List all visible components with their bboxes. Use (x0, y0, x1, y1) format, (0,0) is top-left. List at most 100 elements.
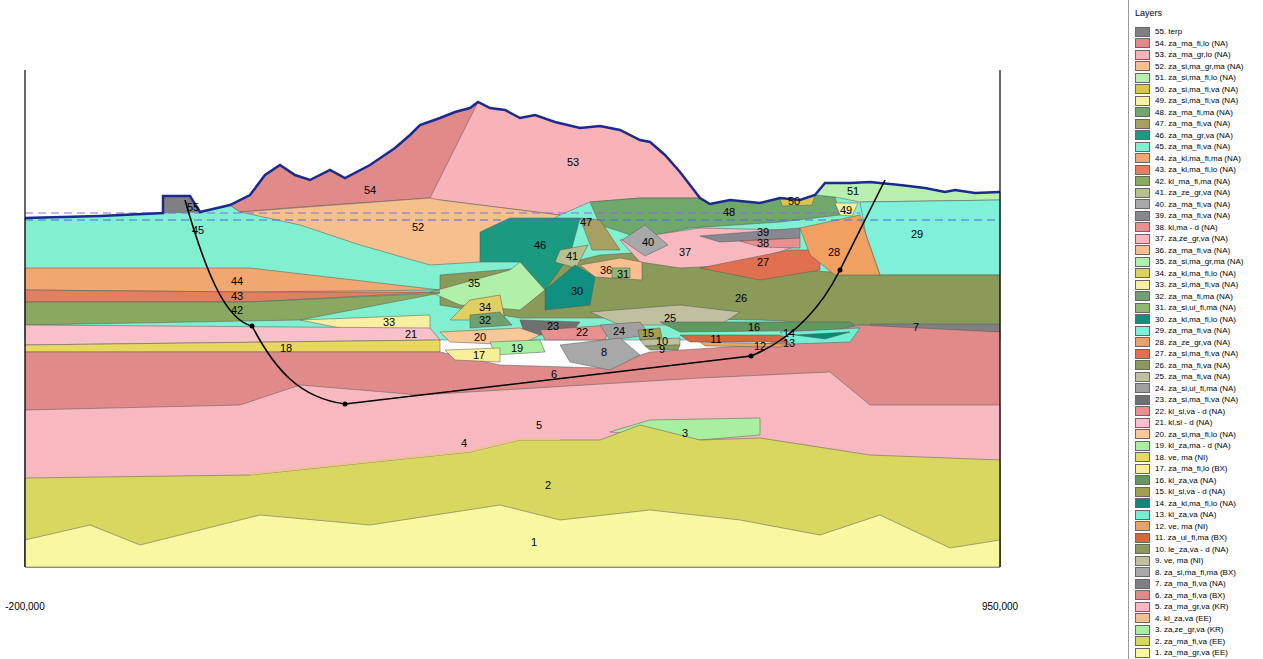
layer-number: 38 (757, 238, 769, 249)
legend-swatch (1135, 211, 1150, 221)
legend-row: 11. za_ui_fi,ma (BX) (1135, 532, 1227, 543)
legend-row: 18. ve, ma (NI) (1135, 452, 1208, 463)
legend-row: 44. za_kl,ma_fi,ma (NA) (1135, 153, 1241, 164)
legend-swatch (1135, 303, 1150, 313)
legend-row: 16. kl_za,va (NA) (1135, 475, 1216, 486)
layer-number: 54 (364, 185, 376, 196)
legend-row: 33. za_si,ma_fi,va (NA) (1135, 279, 1238, 290)
layer-number: 16 (748, 322, 760, 333)
legend-swatch (1135, 314, 1150, 324)
axis-line (999, 70, 1000, 567)
legend-swatch (1135, 326, 1150, 336)
legend-row: 35. za_si,ma_gr,ma (NA) (1135, 256, 1243, 267)
layer-number: 21 (405, 329, 417, 340)
layer-number: 17 (473, 350, 485, 361)
legend-row: 28. za_ze_gr,va (NA) (1135, 337, 1230, 348)
layer-number: 35 (468, 278, 480, 289)
legend-text: 40. za_ma_fi,va (NA) (1155, 200, 1230, 209)
legend-swatch (1135, 579, 1150, 589)
legend-text: 37. za,ze_gr,va (NA) (1155, 234, 1228, 243)
legend-row: 5. za_ma_gr,va (KR) (1135, 601, 1228, 612)
layer-area (700, 250, 820, 280)
layer-number: 30 (571, 286, 583, 297)
legend-text: 20. za_si,ma_fi,lo (NA) (1155, 430, 1236, 439)
legend-swatch (1135, 383, 1150, 393)
legend-row: 3. za,ze_gr,va (KR) (1135, 624, 1223, 635)
legend-row: 55. terp (1135, 26, 1182, 37)
legend-swatch (1135, 153, 1150, 163)
legend-text: 4. kl_za,va (EE) (1155, 614, 1211, 623)
legend-swatch (1135, 510, 1150, 520)
axis-line (24, 70, 25, 567)
layer-number: 25 (664, 313, 676, 324)
legend-row: 49. za_si,ma_fi,va (NA) (1135, 95, 1238, 106)
legend-row: 20. za_si,ma_fi,lo (NA) (1135, 429, 1236, 440)
legend-swatch (1135, 188, 1150, 198)
layer-area (25, 425, 1000, 567)
legend-text: 44. za_kl,ma_fi,ma (NA) (1155, 154, 1241, 163)
legend-row: 41. za_ze_gr,va (NA) (1135, 187, 1230, 198)
legend-text: 36. za_ma_fi,va (NA) (1155, 246, 1230, 255)
layer-area (545, 265, 595, 310)
legend-swatch (1135, 291, 1150, 301)
legend-swatch (1135, 61, 1150, 71)
layer-number: 46 (534, 240, 546, 251)
legend-row: 43. za_kl,ma_fi,lo (NA) (1135, 164, 1236, 175)
legend-swatch (1135, 475, 1150, 485)
legend-swatch (1135, 27, 1150, 37)
layer-number: 42 (231, 305, 243, 316)
legend-row: 46. za_ma_gr,va (NA) (1135, 130, 1233, 141)
legend-swatch (1135, 521, 1150, 531)
layer-number: 28 (828, 247, 840, 258)
legend-swatch (1135, 487, 1150, 497)
legend-swatch (1135, 349, 1150, 359)
layer-area (25, 372, 1000, 567)
layer-number: 41 (566, 251, 578, 262)
legend-row: 38. kl,ma - d (NA) (1135, 222, 1218, 233)
legend-swatch (1135, 602, 1150, 612)
layer-number: 22 (576, 327, 588, 338)
layer-number: 5 (536, 420, 542, 431)
layer-number: 23 (547, 321, 559, 332)
legend-swatch (1135, 544, 1150, 554)
layer-number: 37 (679, 247, 691, 258)
layer-number: 45 (192, 225, 204, 236)
legend-swatch (1135, 429, 1150, 439)
legend-swatch (1135, 119, 1150, 129)
layer-area (680, 335, 790, 342)
layer-number: 4 (461, 438, 467, 449)
legend-swatch (1135, 73, 1150, 83)
legend-row: 47. za_ma_fi,va (NA) (1135, 118, 1230, 129)
layer-number: 33 (383, 317, 395, 328)
legend-swatch (1135, 280, 1150, 290)
layer-number: 50 (788, 196, 800, 207)
legend-swatch (1135, 648, 1150, 658)
legend-row: 22. kl_si,va - d (NA) (1135, 406, 1225, 417)
legend-row: 34. za_kl,ma_fi,lo (NA) (1135, 268, 1236, 279)
legend-row: 53. za_ma_gr,lo (NA) (1135, 49, 1231, 60)
legend-row: 21. kl,sl - d (NA) (1135, 417, 1212, 428)
layer-number: 26 (735, 293, 747, 304)
layer-number: 13 (783, 338, 795, 349)
legend-swatch (1135, 268, 1150, 278)
layer-area (470, 312, 512, 328)
legend-text: 22. kl_si,va - d (NA) (1155, 407, 1225, 416)
legend-text: 9. ve, ma (NI) (1155, 556, 1203, 565)
legend-text: 25. za_ma_fi,va (NA) (1155, 372, 1230, 381)
layer-number: 8 (601, 347, 607, 358)
legend-panel: Layers55. terp54. za_ma_fi,lo (NA)53. za… (1128, 0, 1263, 659)
legend-swatch (1135, 556, 1150, 566)
legend-swatch (1135, 533, 1150, 543)
layer-area (25, 340, 440, 352)
legend-swatch (1135, 464, 1150, 474)
axis-label: 950,000 (982, 602, 1018, 612)
legend-row: 13. kl_za,va (NA) (1135, 509, 1216, 520)
layer-number: 24 (613, 326, 625, 337)
legend-row: 8. za_si,ma_fi,ma (BX) (1135, 567, 1236, 578)
legend-row: 19. kl_za,ma - d (NA) (1135, 440, 1231, 451)
layer-area (445, 348, 500, 362)
legend-swatch (1135, 245, 1150, 255)
legend-text: 55. terp (1155, 27, 1182, 36)
path-dots (250, 268, 843, 407)
legend-swatch (1135, 107, 1150, 117)
